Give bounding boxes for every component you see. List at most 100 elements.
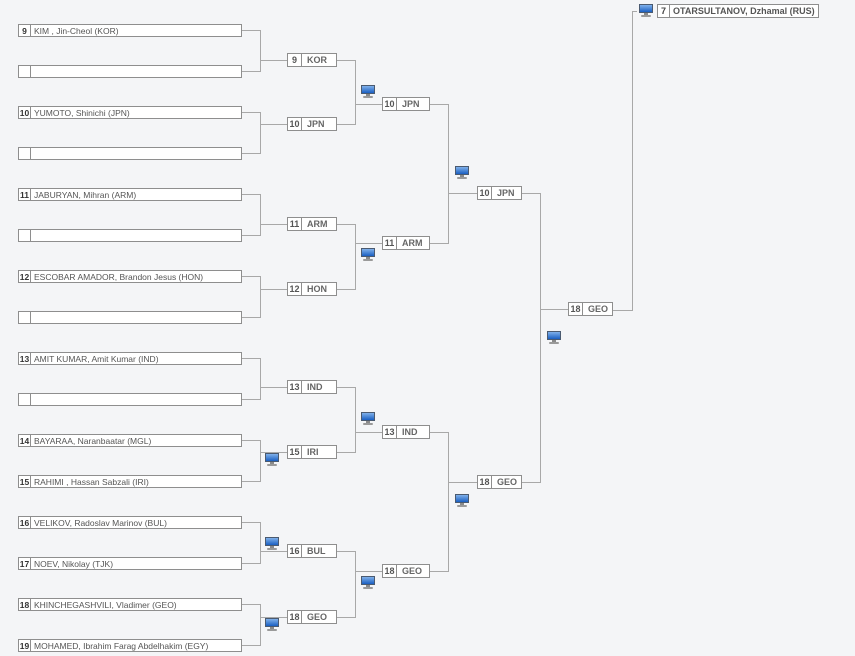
bracket-line [337,60,355,61]
bracket-line [260,551,287,552]
bracket-line [242,358,260,359]
bracket-line [337,387,355,388]
bracket-line [242,30,260,31]
result-country-code: KOR [307,55,327,65]
competitor-name: AMIT KUMAR, Amit Kumar (IND) [34,354,159,364]
result-seed: 18 [478,476,492,488]
bracket-line [430,104,448,105]
competitor-seed: 16 [19,517,31,528]
result-country-code: GEO [588,304,609,314]
result-country-code: JPN [497,188,515,198]
bracket-line [242,563,260,564]
bracket-line [242,71,260,72]
monitor-icon[interactable] [360,411,376,426]
result-country-code: ARM [402,238,423,248]
competitor-entry [18,65,242,78]
monitor-icon[interactable] [264,617,280,632]
competitor-name: RAHIMI , Hassan Sabzali (IRI) [34,477,149,487]
bracket-line [260,224,287,225]
competitor-seed: 11 [20,189,31,200]
result-seed: 10 [478,187,492,199]
monitor-icon[interactable] [638,3,654,18]
monitor-icon[interactable] [360,84,376,99]
competitor-seed: 14 [19,435,31,446]
bracket-line [242,522,260,523]
bracket-line [430,243,448,244]
result-seed: 18 [383,565,397,577]
result-box: 13 IND [382,425,430,439]
bracket-line [337,452,355,453]
result-seed: 11 [383,237,397,249]
bracket-line [448,482,477,483]
bracket-line [242,440,260,441]
bracket-line [355,224,356,290]
bracket-line [337,124,355,125]
bracket-line [242,276,260,277]
competitor-seed: 17 [19,558,31,569]
bracket-line [260,617,287,618]
monitor-icon[interactable] [454,493,470,508]
result-box: 12 HON [287,282,337,296]
competitor-entry [18,311,242,324]
monitor-icon[interactable] [360,247,376,262]
result-country-code: GEO [402,566,423,576]
result-seed: 9 [288,54,302,66]
bracket-line [522,193,540,194]
bracket-line [337,551,355,552]
final-name: OTARSULTANOV, Dzhamal (RUS) [673,6,815,16]
competitor-seed: 19 [19,640,31,651]
competitor-seed [19,66,31,77]
monitor-icon[interactable] [264,536,280,551]
bracket-line [242,235,260,236]
result-country-code: BUL [307,546,326,556]
competitor-seed: 13 [19,353,31,364]
competitor-seed: 18 [19,599,31,610]
bracket-line [355,551,356,618]
bracket-line [260,60,287,61]
bracket-line [242,604,260,605]
competitor-entry [18,147,242,160]
bracket-line [260,289,287,290]
monitor-icon[interactable] [454,165,470,180]
bracket-line [242,399,260,400]
result-seed: 12 [288,283,302,295]
result-country-code: IRI [307,447,319,457]
result-country-code: JPN [402,99,420,109]
result-country-code: JPN [307,119,325,129]
monitor-icon[interactable] [546,330,562,345]
result-country-code: IND [307,382,323,392]
competitor-entry [18,393,242,406]
result-country-code: HON [307,284,327,294]
result-seed: 16 [288,545,302,557]
result-seed: 13 [383,426,397,438]
monitor-icon[interactable] [264,452,280,467]
competitor-seed [19,312,31,323]
bracket-line [260,522,261,564]
bracket-line [260,112,261,154]
bracket-line [337,224,355,225]
competitor-name: KHINCHEGASHVILI, Vladimer (GEO) [34,600,177,610]
bracket-line [242,317,260,318]
bracket-line [613,310,633,311]
bracket-line [260,440,261,482]
monitor-icon[interactable] [360,575,376,590]
competitor-name: KIM , Jin-Cheol (KOR) [34,26,119,36]
bracket-line [355,571,382,572]
bracket-line [355,104,382,105]
bracket-line [242,645,260,646]
result-country-code: IND [402,427,418,437]
competitor-name: VELIKOV, Radoslav Marinov (BUL) [34,518,167,528]
competitor-name: NOEV, Nikolay (TJK) [34,559,114,569]
bracket-line [448,104,449,244]
